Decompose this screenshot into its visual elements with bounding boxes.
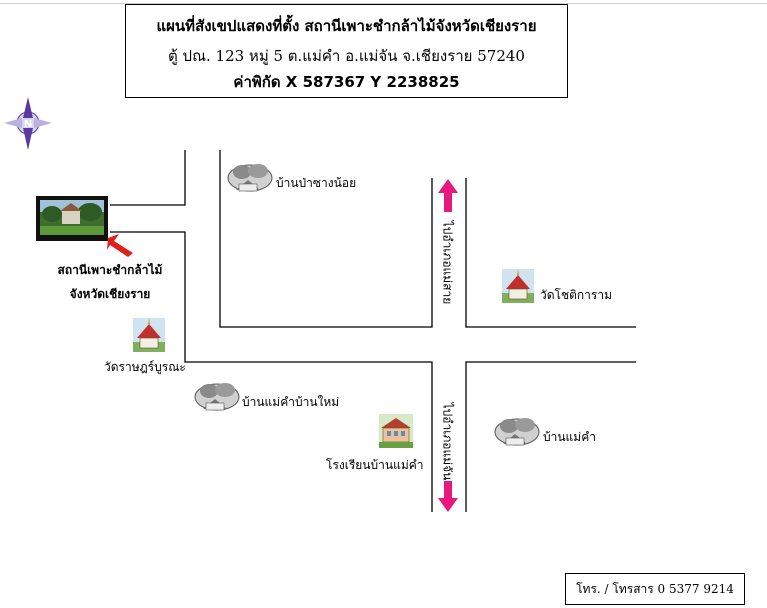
place-label-wat-chotikaram: วัดโชติการาม xyxy=(540,288,613,302)
map-title: แผนที่สังเขปแสดงที่ตั้ง สถานีเพาะชำกล้าไ… xyxy=(156,17,537,35)
temple-icon xyxy=(133,318,165,352)
coordinates: ค่าพิกัด X 587367 Y 2238825 xyxy=(233,73,460,91)
road-lines xyxy=(110,150,636,512)
road-edge xyxy=(465,361,636,512)
station-label: สถานีเพาะชำกล้าไม้ จังหวัดเชียงราย xyxy=(40,258,180,306)
place-label-ban-mae-kham-mai: บ้านแม่คำบ้านใหม่ xyxy=(242,395,340,409)
village-icon xyxy=(494,418,540,446)
station-label-line1: สถานีเพาะชำกล้าไม้ xyxy=(57,263,163,277)
address: ตู้ ปณ. 123 หมู่ 5 ต.แม่คำ อ.แม่จัน จ.เช… xyxy=(168,47,525,65)
temple-icon xyxy=(502,269,534,303)
village-icon xyxy=(227,164,273,192)
road-edge xyxy=(110,231,433,512)
road-edge xyxy=(465,178,636,328)
top-border-line xyxy=(0,3,767,4)
place-label-school: โรงเรียนบ้านแม่คำ xyxy=(326,458,424,472)
station-photo xyxy=(36,196,108,241)
station-label-line2: จังหวัดเชียงราย xyxy=(69,287,151,301)
location-pointer-icon xyxy=(107,234,133,257)
compass-icon: N xyxy=(4,97,52,150)
road-label-north: ไปอำเภอแม่สาย xyxy=(440,220,455,305)
school-icon xyxy=(379,414,413,448)
north-arrow-icon xyxy=(438,179,458,212)
south-arrow-icon xyxy=(438,481,458,512)
road-edge xyxy=(219,150,433,328)
village-icon xyxy=(194,383,240,411)
road-edge xyxy=(110,150,186,206)
compass-letter: N xyxy=(24,119,32,130)
contact-phone: โทร. / โทรสาร 0 5377 9214 xyxy=(565,573,745,605)
title-box: แผนที่สังเขปแสดงที่ตั้ง สถานีเพาะชำกล้าไ… xyxy=(125,4,568,98)
road-label-south: ไปอำเภอแม่จัน xyxy=(440,402,455,481)
place-label-ban-mae-kham: บ้านแม่คำ xyxy=(543,430,596,444)
place-label-wat-rat-burana: วัดราษฎร์บูรณะ xyxy=(104,360,186,374)
place-label-ban-pa-sang-noi: บ้านป่าซางน้อย xyxy=(276,176,357,190)
